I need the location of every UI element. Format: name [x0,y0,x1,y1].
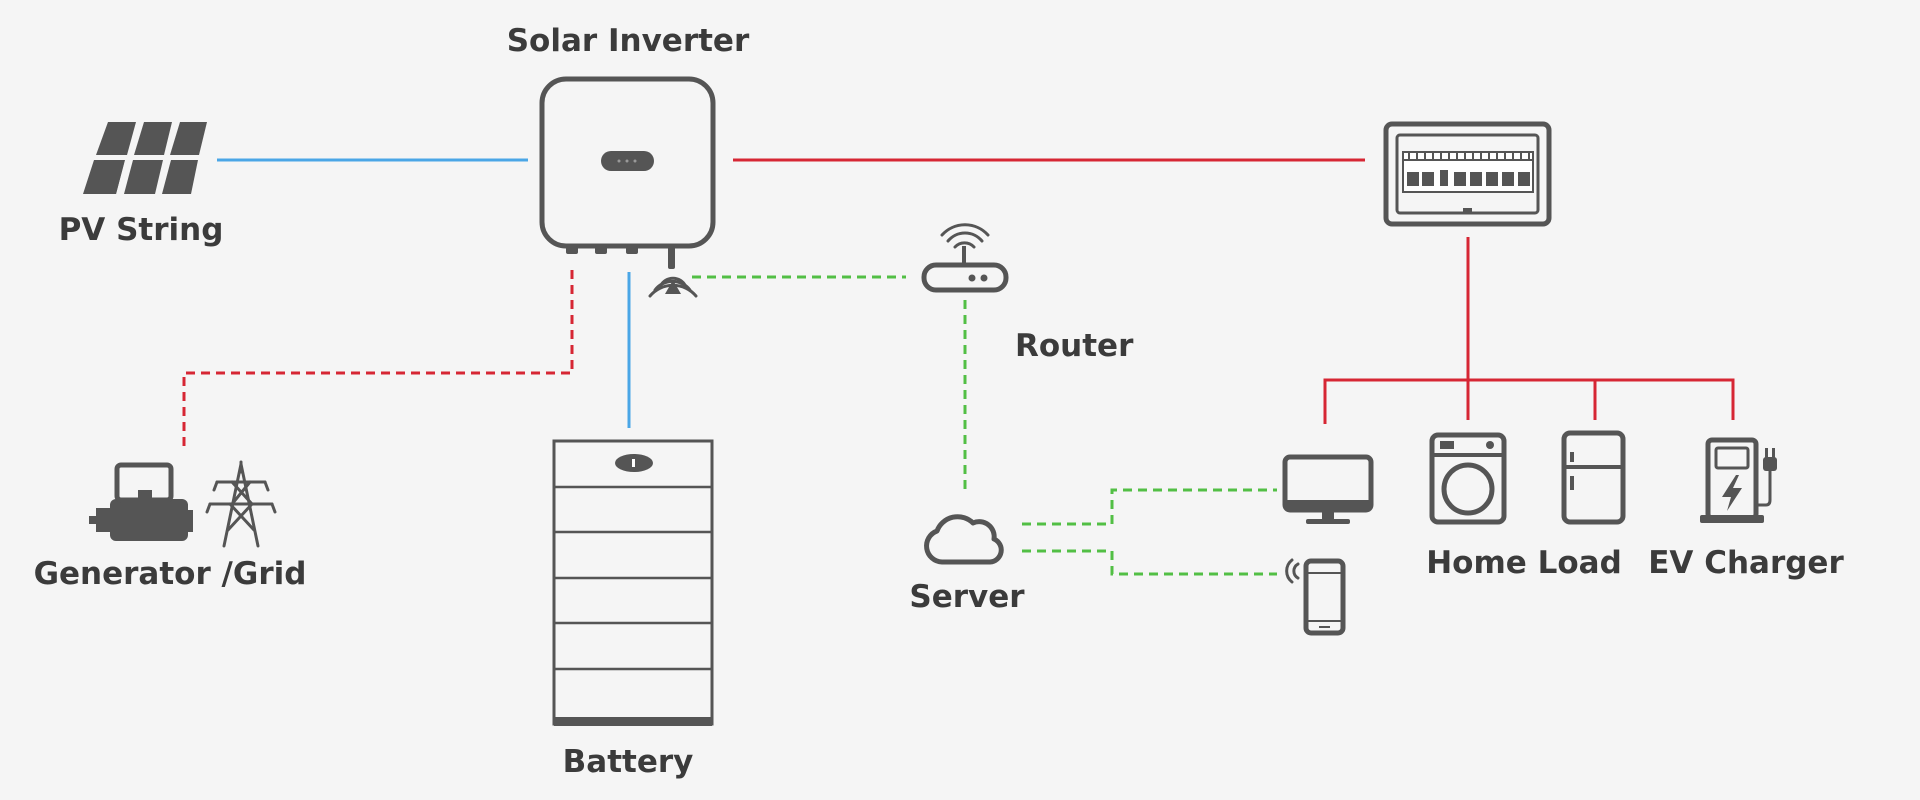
server-to-monitor-line [1022,488,1277,526]
transmission-tower-icon [205,460,277,548]
connections [182,158,1735,576]
server-label: Server [909,579,1025,615]
ev-charger-icon [1700,437,1777,523]
wifi-signal-icon [648,276,698,298]
battery-icon [552,439,714,726]
solar-inverter-label: Solar Inverter [507,23,750,59]
inverter-icon [539,76,716,269]
phone-icon [1285,558,1346,636]
pv-string-label: PV String [59,212,224,248]
washing-machine-icon [1429,432,1507,525]
distribution-board-icon [1383,121,1552,227]
inverter-to-grid-line [182,270,574,446]
cloud-icon [924,514,1004,565]
board-to-loads-line [1323,237,1470,424]
refrigerator-icon [1561,430,1626,525]
generator-grid-label: Generator /Grid [34,556,307,592]
generator-icon [89,462,193,541]
board-to-ev-line [1468,378,1735,420]
ev-charger-label: EV Charger [1648,545,1844,581]
monitor-icon [1282,454,1374,524]
home-load-label: Home Load [1426,545,1622,581]
router-icon [921,223,1009,293]
solar-panel-icon [83,122,207,194]
battery-label: Battery [563,744,694,780]
server-to-phone-line [1022,549,1277,576]
router-label: Router [1015,328,1134,364]
